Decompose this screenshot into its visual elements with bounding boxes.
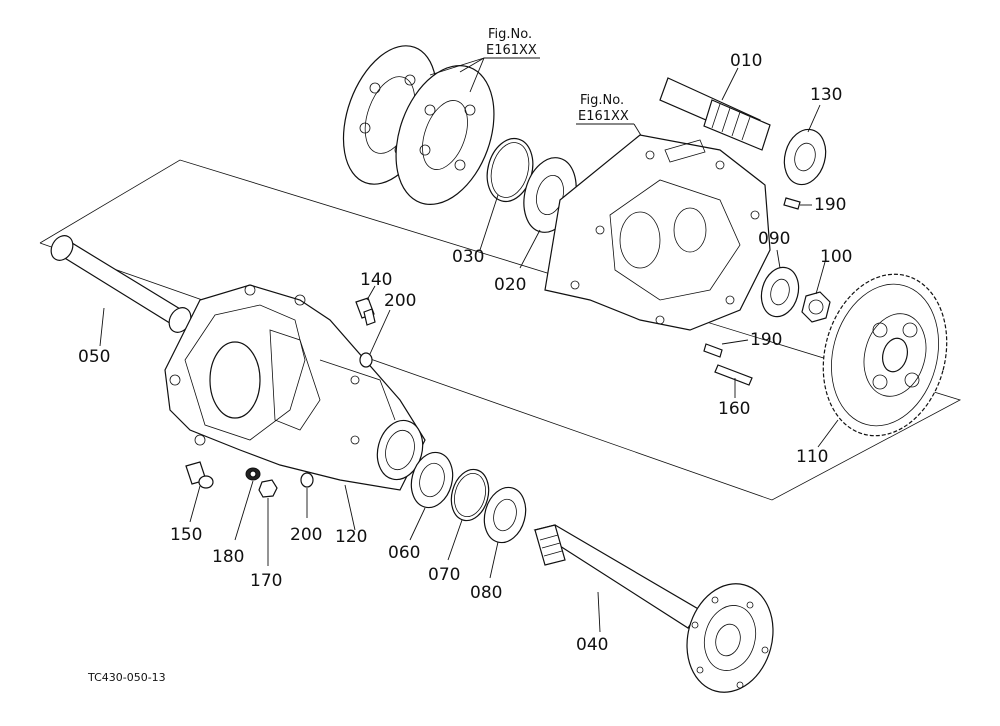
part-180-lock-washer (234, 467, 261, 541)
label-180: 180 (212, 547, 244, 567)
figure-reference-1: Fig.No. E161XX (429, 27, 540, 93)
label-130: 130 (810, 85, 842, 105)
part-140-bolt (355, 285, 376, 326)
label-070: 070 (428, 565, 460, 585)
part-110-gear (817, 273, 948, 448)
part-040-axle-shaft (533, 524, 774, 693)
label-080: 080 (470, 583, 502, 603)
label-170: 170 (250, 571, 282, 591)
label-090: 090 (758, 229, 790, 249)
figure-ref-2-line1: Fig.No. (580, 93, 624, 108)
part-200-washer-lower (300, 472, 314, 518)
label-200-upper: 200 (384, 291, 416, 311)
part-labels: 010 130 190 090 100 190 160 110 030 020 … (78, 51, 852, 655)
gear-case-housing (544, 134, 771, 331)
drawing-code: TC430-050-13 (87, 671, 166, 684)
label-060: 060 (388, 543, 420, 563)
part-190-pin-lower (703, 339, 749, 358)
figure-ref-1-line2: E161XX (486, 43, 537, 58)
label-020: 020 (494, 275, 526, 295)
label-190-lower: 190 (750, 330, 782, 350)
part-060-oil-seal (409, 451, 454, 541)
part-170-nut (258, 479, 278, 566)
label-200-lower: 200 (290, 525, 322, 545)
figure-ref-2-line2: E161XX (578, 109, 629, 124)
label-190-upper: 190 (814, 195, 846, 215)
label-030: 030 (452, 247, 484, 267)
label-010: 010 (730, 51, 762, 71)
part-070-snap-ring (447, 468, 490, 561)
label-040: 040 (576, 635, 608, 655)
part-010-shaft (659, 67, 771, 151)
label-120: 120 (335, 527, 367, 547)
clutch-discs (342, 45, 495, 205)
part-200-washer-upper (359, 309, 391, 368)
part-090-bearing (760, 249, 800, 318)
label-100: 100 (820, 247, 852, 267)
figure-reference-2: Fig.No. E161XX (576, 93, 651, 151)
label-140: 140 (360, 270, 392, 290)
reference-plane-outline (39, 159, 962, 501)
part-130-bearing (783, 104, 827, 186)
part-150-bolt (185, 461, 214, 523)
label-110: 110 (796, 447, 828, 467)
label-160: 160 (718, 399, 750, 419)
figure-ref-1-line1: Fig.No. (488, 27, 532, 42)
part-160-stud (714, 364, 753, 398)
label-150: 150 (170, 525, 202, 545)
axle-housing (164, 284, 426, 531)
label-050: 050 (78, 347, 110, 367)
part-100-nut (801, 261, 831, 323)
part-080-bearing (483, 486, 527, 579)
part-190-pin-upper (783, 197, 812, 210)
part-050-tube (50, 235, 192, 347)
